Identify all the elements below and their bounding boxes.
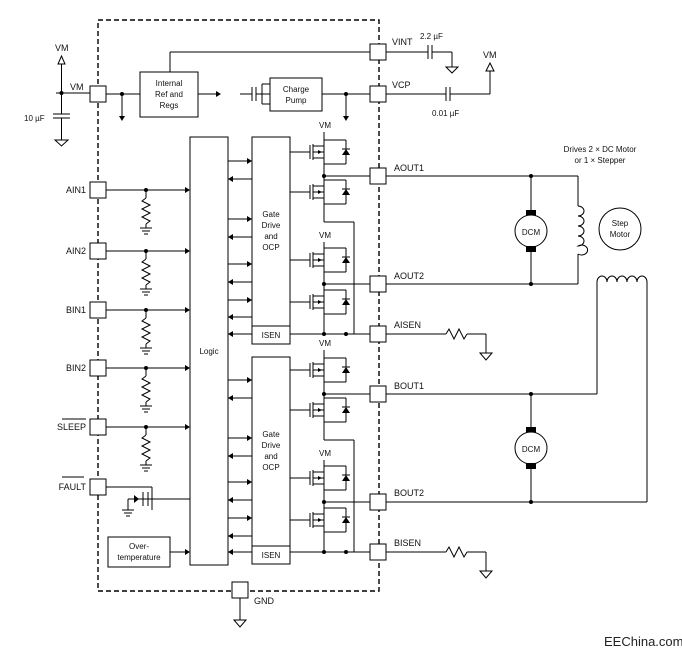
mosfet-switch xyxy=(290,179,350,205)
dcm-a-brush-top xyxy=(526,210,536,216)
pin-bisen xyxy=(369,543,387,561)
pulldown-resistor xyxy=(140,434,152,462)
svg-text:Step: Step xyxy=(612,219,629,228)
svg-text:Internal: Internal xyxy=(156,79,183,88)
logic-block xyxy=(189,136,229,566)
pin-bin2 xyxy=(89,359,107,377)
pin-vint xyxy=(369,43,387,61)
pin-fault-label: FAULT xyxy=(59,482,87,492)
pin-bin2-label: BIN2 xyxy=(66,363,86,373)
step-motor xyxy=(598,207,642,251)
svg-text:and: and xyxy=(264,452,277,461)
stepper-coil-b xyxy=(596,275,648,283)
drives-note-2: or 1 × Stepper xyxy=(575,156,626,165)
mosfet-switch xyxy=(290,357,350,383)
svg-text:Gate: Gate xyxy=(262,210,280,219)
pin-vm-label: VM xyxy=(70,82,84,92)
mosfet-switch xyxy=(290,397,350,423)
svg-text:Drive: Drive xyxy=(262,441,281,450)
vm-supply-label: VM xyxy=(55,43,69,53)
vm-supply-right-label: VM xyxy=(483,50,497,60)
cap-vcp-label: 0.01 µF xyxy=(432,109,459,118)
pin-aout2-label: AOUT2 xyxy=(394,271,424,281)
mosfet-switch xyxy=(290,247,350,273)
svg-text:Motor: Motor xyxy=(610,230,631,239)
pin-sleep-label: SLEEP xyxy=(57,422,86,432)
pin-vm xyxy=(89,85,107,103)
drives-note-1: Drives 2 × DC Motor xyxy=(564,145,637,154)
pulldown-resistor xyxy=(140,317,152,345)
pin-bout2 xyxy=(369,493,387,511)
pulldown-resistor xyxy=(140,197,152,225)
internal-ref-block xyxy=(139,71,199,118)
pin-aout1 xyxy=(369,167,387,185)
pin-vcp xyxy=(369,85,387,103)
pin-sleep xyxy=(89,418,107,436)
pin-fault xyxy=(89,478,107,496)
pin-gnd xyxy=(231,581,249,599)
dcm-b-brush-bottom xyxy=(526,463,536,469)
cap-vm-label: 10 µF xyxy=(24,114,45,123)
pulldown-resistor xyxy=(140,258,152,286)
mosfet-switch xyxy=(290,289,350,315)
mosfet-switch xyxy=(290,139,350,165)
vm-rail-label: VM xyxy=(319,231,331,240)
svg-text:DCM: DCM xyxy=(522,445,541,454)
over-temperature-block xyxy=(107,536,171,568)
svg-text:Ref and: Ref and xyxy=(155,90,183,99)
vm-rail-label: VM xyxy=(319,339,331,348)
svg-text:Over-: Over- xyxy=(129,542,149,551)
pin-aout1-label: AOUT1 xyxy=(394,163,424,173)
pin-ain1 xyxy=(89,181,107,199)
pin-aisen xyxy=(369,325,387,343)
svg-text:Logic: Logic xyxy=(199,347,218,356)
vm-rail-label: VM xyxy=(319,121,331,130)
svg-text:OCP: OCP xyxy=(262,463,279,472)
svg-text:Regs: Regs xyxy=(160,101,179,110)
pin-bin1-label: BIN1 xyxy=(66,305,86,315)
pulldown-resistor xyxy=(140,375,152,403)
pin-gnd-label: GND xyxy=(254,596,275,606)
pin-bout1-label: BOUT1 xyxy=(394,381,424,391)
svg-text:Gate: Gate xyxy=(262,430,280,439)
pin-ain1-label: AIN1 xyxy=(66,185,86,195)
svg-text:Pump: Pump xyxy=(286,96,307,105)
svg-text:ISEN: ISEN xyxy=(262,551,281,560)
gate-drive-a xyxy=(251,136,291,345)
pin-aout2 xyxy=(369,275,387,293)
dcm-b-brush-top xyxy=(526,427,536,433)
watermark: EEChina.com xyxy=(604,634,682,649)
svg-text:OCP: OCP xyxy=(262,243,279,252)
pin-ain2 xyxy=(89,242,107,260)
svg-text:DCM: DCM xyxy=(522,228,541,237)
dcm-a-brush-bottom xyxy=(526,246,536,252)
vm-supply-left: VM 10 µF xyxy=(24,43,90,147)
gate-drive-b xyxy=(251,356,291,565)
pin-vcp-label: VCP xyxy=(392,80,411,90)
pin-bin1 xyxy=(89,301,107,319)
stepper-coil-a xyxy=(576,205,589,256)
charge-pump-block xyxy=(269,77,323,112)
svg-text:ISEN: ISEN xyxy=(262,331,281,340)
pin-vint-label: VINT xyxy=(392,37,413,47)
vm-rail-label: VM xyxy=(319,449,331,458)
pin-bout1 xyxy=(369,385,387,403)
pin-aisen-label: AISEN xyxy=(394,320,421,330)
svg-text:and: and xyxy=(264,232,277,241)
svg-text:Charge: Charge xyxy=(283,85,310,94)
pin-bisen-label: BISEN xyxy=(394,538,421,548)
pin-bout2-label: BOUT2 xyxy=(394,488,424,498)
svg-text:temperature: temperature xyxy=(117,553,161,562)
mosfet-switch xyxy=(290,465,350,491)
svg-text:Drive: Drive xyxy=(262,221,281,230)
cap-vint-label: 2.2 µF xyxy=(420,32,443,41)
mosfet-switch xyxy=(290,507,350,533)
pin-ain2-label: AIN2 xyxy=(66,246,86,256)
